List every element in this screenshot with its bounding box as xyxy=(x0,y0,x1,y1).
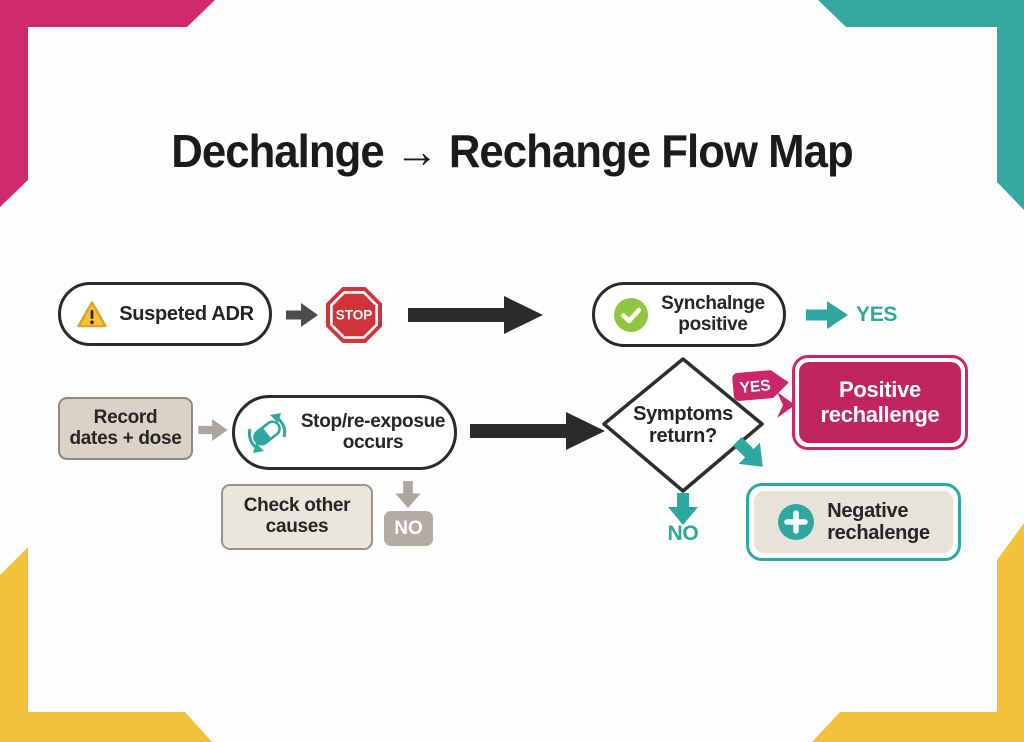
corner-bottom-left-yellow xyxy=(0,547,212,742)
pill-refresh-icon xyxy=(247,412,286,453)
node-synchalnge-positive: Synchalnge positive xyxy=(592,282,786,347)
positive-rechallenge-label: Positive rechallenge xyxy=(799,362,961,443)
stop-sign-label: STOP xyxy=(336,308,373,323)
node-record-dates: Record dates + dose xyxy=(58,397,193,460)
check-other-causes-label: Check other causes xyxy=(243,495,351,537)
corner-bottom-right-yellow xyxy=(812,523,1024,742)
arrow-right-grey-small-icon xyxy=(198,419,228,441)
decision-diamond xyxy=(602,357,764,493)
yes-top-label: YES xyxy=(856,303,898,326)
negative-rechallenge-label: Negative rechalenge xyxy=(827,500,930,544)
corner-top-left-magenta xyxy=(0,0,215,207)
page-title: Dechalnge → Rechange Flow Map xyxy=(171,125,853,177)
suspected-adr-label: Suspeted ADR xyxy=(119,303,254,325)
stop-sign-icon: STOP xyxy=(326,287,382,343)
arrow-pointer-magenta-icon xyxy=(777,392,795,418)
arrow-right-big-icon xyxy=(408,296,543,334)
node-positive-rechallenge: Positive rechallenge xyxy=(792,355,968,450)
corner-top-right-teal xyxy=(818,0,1024,210)
arrow-right-big-icon xyxy=(470,412,605,450)
arrow-right-teal-icon xyxy=(806,301,848,329)
no-teal-label: NO xyxy=(667,522,699,545)
yes-tag-label: YES xyxy=(739,377,771,397)
record-dates-label: Record dates + dose xyxy=(69,406,182,449)
no-grey-badge: NO xyxy=(384,511,433,546)
symptoms-return-label: Symptoms return? xyxy=(633,403,733,447)
arrow-down-grey-icon xyxy=(395,481,421,508)
arrow-down-right-teal-icon xyxy=(733,437,763,467)
stop-reexposure-label: Stop/re-exposue occurs xyxy=(300,410,446,453)
node-stop-reexposure: Stop/re-exposue occurs xyxy=(232,395,457,470)
node-check-other-causes: Check other causes xyxy=(221,484,373,550)
arrow-right-dark-small-icon xyxy=(286,303,318,327)
check-circle-icon xyxy=(614,297,649,332)
yes-tag: YES xyxy=(732,370,789,401)
plus-circle-icon xyxy=(778,504,815,540)
node-suspected-adr: Suspeted ADR xyxy=(58,282,272,346)
node-negative-rechallenge: Negative rechalenge xyxy=(746,483,961,561)
warning-icon xyxy=(77,300,107,327)
synchalnge-label: Synchalnge positive xyxy=(661,292,765,335)
arrow-down-teal-icon xyxy=(668,493,698,525)
